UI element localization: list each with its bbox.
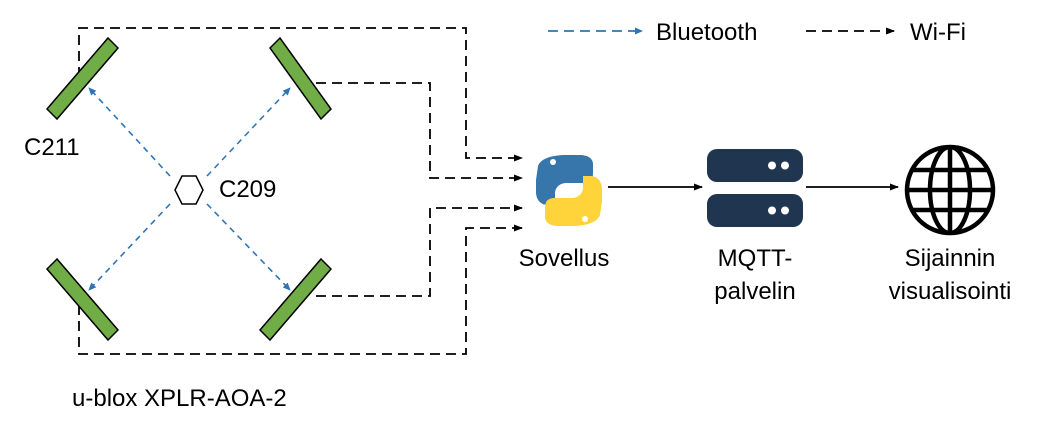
legend: Bluetooth Wi-Fi	[548, 19, 966, 46]
server-icon	[707, 149, 803, 227]
legend-bluetooth-label: Bluetooth	[656, 19, 757, 46]
anchor-top-right	[269, 36, 332, 121]
anchors-caption: u-blox XPLR-AOA-2	[72, 385, 287, 412]
bluetooth-links	[88, 87, 291, 291]
broker-label-line2: palvelin	[714, 278, 795, 305]
wifi-link-bottom-outer	[78, 224, 523, 355]
wifi-links	[78, 27, 523, 355]
bluetooth-link-top-right	[206, 87, 291, 177]
bluetooth-link-bottom-left	[88, 203, 171, 291]
tag-c209-icon	[174, 175, 204, 205]
wifi-link-top-outer	[78, 27, 523, 162]
python-logo-icon	[536, 155, 602, 226]
app-label: Sovellus	[519, 245, 610, 272]
tag-label-c209: C209	[219, 176, 276, 203]
anchor-c211	[45, 36, 120, 121]
globe-icon	[904, 144, 996, 236]
wifi-link-bottom-inner	[316, 204, 523, 297]
anchor-bottom-right	[258, 257, 333, 342]
anchor-boards	[45, 36, 333, 342]
bluetooth-link-c211	[88, 87, 171, 177]
bluetooth-link-bottom-right	[206, 203, 291, 291]
anchor-label-c211: C211	[24, 134, 80, 161]
anchor-bottom-left	[45, 257, 120, 342]
legend-wifi-label: Wi-Fi	[910, 19, 966, 46]
visualization-label-line2: visualisointi	[889, 278, 1012, 305]
visualization-label-line1: Sijainnin	[905, 245, 996, 272]
wifi-link-top-inner	[316, 82, 523, 182]
broker-label-line1: MQTT-	[718, 245, 793, 272]
